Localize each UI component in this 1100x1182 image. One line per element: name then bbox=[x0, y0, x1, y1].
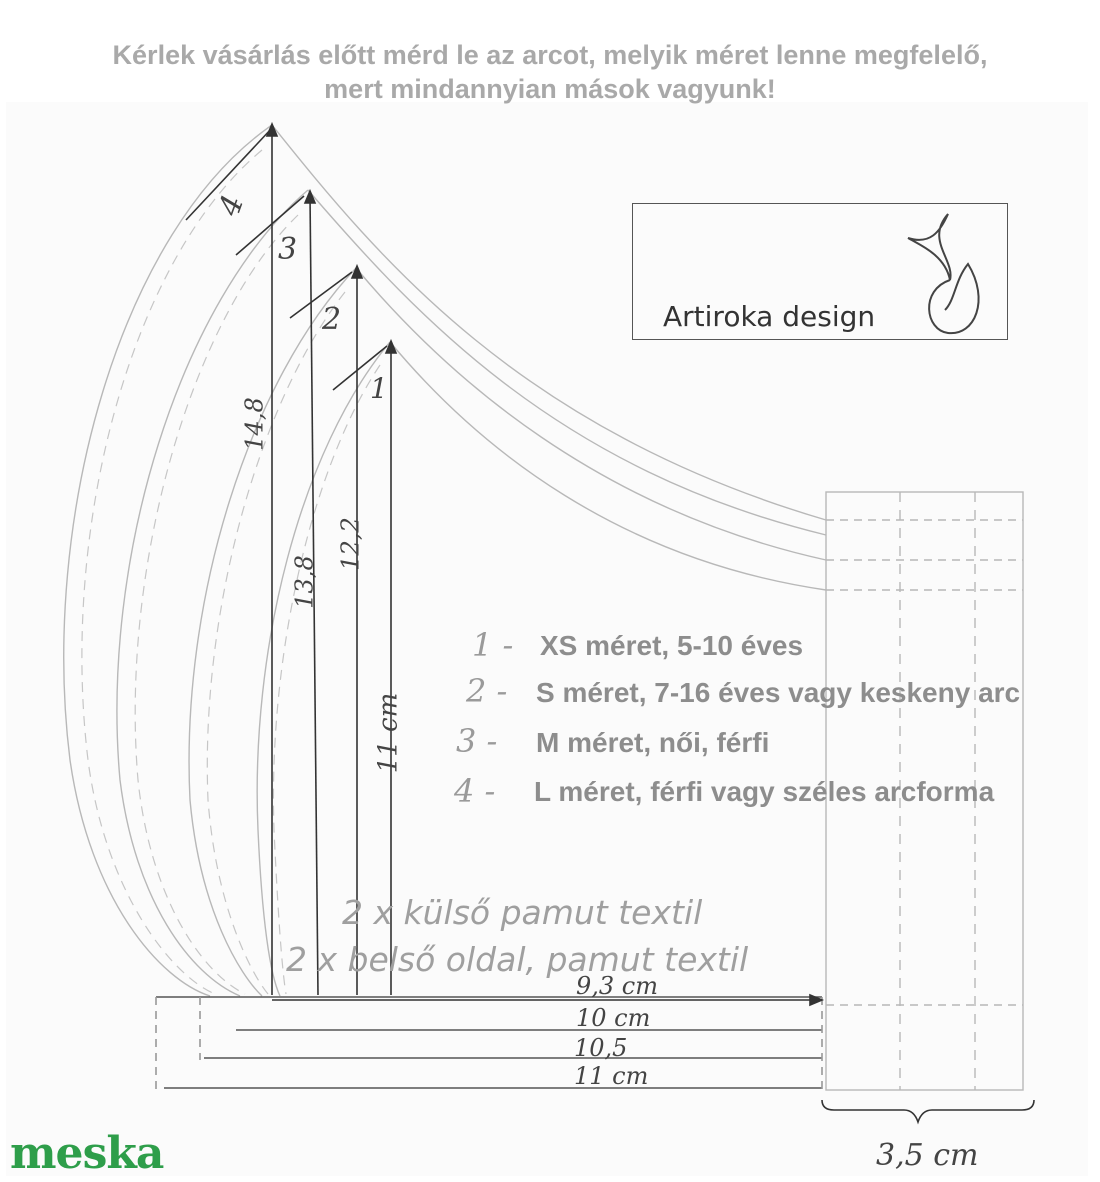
pattern-outlines bbox=[63, 124, 827, 997]
height-arrows bbox=[265, 121, 398, 996]
meska-part-2: ska bbox=[82, 1128, 165, 1179]
width-label-10: 10 cm bbox=[576, 1004, 651, 1032]
top-curve-size-2 bbox=[355, 267, 827, 561]
strap-width-label: 3,5 cm bbox=[876, 1138, 979, 1173]
size-mark-3: 3 bbox=[278, 232, 298, 267]
baselines bbox=[155, 996, 823, 1090]
seam-lines bbox=[81, 149, 381, 995]
width-label-9-3: 9,3 cm bbox=[576, 972, 658, 1000]
legend-text-1: XS méret, 5-10 éves bbox=[540, 630, 804, 661]
top-curve-size-1 bbox=[389, 341, 827, 591]
instruction-header: Kérlek vásárlás előtt mérd le az arcot, … bbox=[0, 38, 1100, 106]
fabric-note-inner: 2 x belső oldal, pamut textil bbox=[286, 940, 749, 979]
legend-text-2: S méret, 7-16 éves vagy keskeny arc bbox=[536, 677, 1021, 708]
legend-text-3: M méret, női, férfi bbox=[536, 727, 770, 758]
meska-watermark-logo: meska bbox=[10, 1128, 165, 1179]
outline-size-4 bbox=[63, 124, 273, 997]
header-line-1: Kérlek vásárlás előtt mérd le az arcot, … bbox=[112, 40, 988, 70]
height-label-size-1: 11 cm bbox=[373, 692, 404, 774]
size-mark-1: 1 bbox=[370, 372, 388, 405]
logo-symbol-icon bbox=[907, 213, 980, 335]
outline-size-1 bbox=[256, 341, 391, 997]
outline-size-2 bbox=[188, 267, 357, 997]
height-label-size-4: 14,8 bbox=[240, 397, 269, 451]
legend-number-3: 3 - bbox=[456, 722, 498, 760]
outline-size-3 bbox=[116, 189, 309, 997]
fabric-note-outer: 2 x külső pamut textil bbox=[342, 893, 703, 932]
width-arrow bbox=[272, 993, 825, 1007]
meska-part-1: me bbox=[10, 1128, 84, 1179]
size-mark-2: 2 bbox=[322, 302, 342, 337]
height-label-size-3: 13,8 bbox=[290, 555, 319, 609]
strap-width-brace bbox=[821, 1099, 1035, 1125]
legend-number-2: 2 - bbox=[466, 672, 508, 710]
height-label-size-2: 12,2 bbox=[336, 517, 365, 571]
logo-frame bbox=[632, 203, 1008, 340]
legend-number-4: 4 - bbox=[454, 772, 496, 810]
strap-panel bbox=[825, 491, 1024, 1091]
header-line-2: mert mindannyian mások vagyunk! bbox=[324, 74, 776, 104]
width-label-10-5: 10,5 bbox=[574, 1034, 628, 1062]
width-label-11: 11 cm bbox=[574, 1062, 649, 1090]
legend-number-1: 1 - bbox=[472, 626, 514, 664]
logo-text: Artiroka design bbox=[663, 300, 876, 333]
size-slash-marks bbox=[185, 127, 388, 391]
legend-text-4: L méret, férfi vagy széles arcforma bbox=[534, 776, 995, 807]
top-curve-size-4 bbox=[271, 124, 827, 521]
top-curve-size-3 bbox=[307, 189, 827, 536]
